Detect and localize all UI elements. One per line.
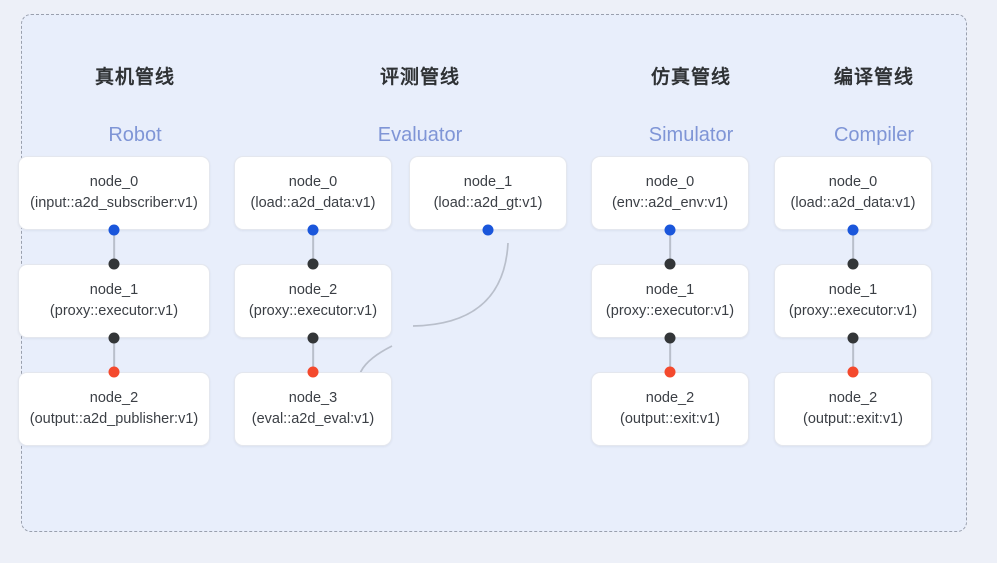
node-kind-label: (eval::a2d_eval:v1) <box>251 411 375 427</box>
node-output-port[interactable] <box>108 224 120 236</box>
node-output-port[interactable] <box>664 332 676 344</box>
node-kind-label: (proxy::executor:v1) <box>248 303 378 319</box>
node-input-port[interactable] <box>664 258 676 270</box>
edge-compiler-node_0-to-node_1 <box>852 230 854 264</box>
node-box-compiler-node_2[interactable]: node_2(output::exit:v1) <box>774 372 932 446</box>
node-name-label: node_1 <box>463 173 513 190</box>
node-output-port[interactable] <box>307 224 319 236</box>
node-output-port[interactable] <box>307 332 319 344</box>
edge-simulator-node_1-to-node_2 <box>669 338 671 372</box>
node-box-simulator-node_0[interactable]: node_0(env::a2d_env:v1) <box>591 156 749 230</box>
node-output-port[interactable] <box>847 332 859 344</box>
node-box-compiler-node_1[interactable]: node_1(proxy::executor:v1) <box>774 264 932 338</box>
node-kind-label: (input::a2d_subscriber:v1) <box>30 195 198 211</box>
column-title-en-evaluator: Evaluator <box>377 124 463 146</box>
column-title-cn-simulator: 仿真管线 <box>650 67 731 88</box>
node-input-port[interactable] <box>108 258 120 270</box>
edge-robot-node_1-to-node_2 <box>113 338 115 372</box>
node-kind-label: (env::a2d_env:v1) <box>611 195 729 211</box>
node-box-evaluator-node_0[interactable]: node_0(load::a2d_data:v1) <box>234 156 392 230</box>
node-name-label: node_2 <box>89 389 139 406</box>
node-box-evaluator-node_1[interactable]: node_1(load::a2d_gt:v1) <box>409 156 567 230</box>
node-name-label: node_0 <box>828 173 878 190</box>
node-input-port[interactable] <box>307 258 319 270</box>
node-input-port[interactable] <box>847 366 859 378</box>
node-output-port[interactable] <box>108 332 120 344</box>
node-kind-label: (proxy::executor:v1) <box>605 303 735 319</box>
column-title-en-robot: Robot <box>108 124 162 146</box>
node-name-label: node_0 <box>89 173 139 190</box>
node-kind-label: (load::a2d_data:v1) <box>790 195 916 211</box>
node-output-port[interactable] <box>847 224 859 236</box>
node-kind-label: (load::a2d_data:v1) <box>250 195 376 211</box>
node-name-label: node_2 <box>645 389 695 406</box>
column-title-cn-evaluator: 评测管线 <box>379 67 460 88</box>
node-box-simulator-node_1[interactable]: node_1(proxy::executor:v1) <box>591 264 749 338</box>
node-input-port[interactable] <box>108 366 120 378</box>
column-title-en-simulator: Simulator <box>648 124 734 146</box>
node-kind-label: (proxy::executor:v1) <box>788 303 918 319</box>
node-name-label: node_1 <box>645 281 695 298</box>
node-output-port[interactable] <box>664 224 676 236</box>
node-output-port[interactable] <box>482 224 494 236</box>
column-title-en-compiler: Compiler <box>833 124 915 146</box>
node-name-label: node_1 <box>828 281 878 298</box>
column-title-cn-compiler: 编译管线 <box>833 67 914 88</box>
node-kind-label: (load::a2d_gt:v1) <box>433 195 543 211</box>
node-input-port[interactable] <box>847 258 859 270</box>
node-box-robot-node_1[interactable]: node_1(proxy::executor:v1) <box>18 264 210 338</box>
node-name-label: node_1 <box>89 281 139 298</box>
edge-evaluator-node_2-to-node_3 <box>312 338 314 372</box>
edge-evaluator-node_0-to-node_2 <box>312 230 314 264</box>
node-box-evaluator-node_2[interactable]: node_2(proxy::executor:v1) <box>234 264 392 338</box>
node-input-port[interactable] <box>664 366 676 378</box>
node-name-label: node_2 <box>288 281 338 298</box>
node-input-port[interactable] <box>307 366 319 378</box>
node-name-label: node_3 <box>288 389 338 406</box>
node-box-robot-node_2[interactable]: node_2(output::a2d_publisher:v1) <box>18 372 210 446</box>
node-box-simulator-node_2[interactable]: node_2(output::exit:v1) <box>591 372 749 446</box>
node-box-evaluator-node_3[interactable]: node_3(eval::a2d_eval:v1) <box>234 372 392 446</box>
edge-compiler-node_1-to-node_2 <box>852 338 854 372</box>
node-name-label: node_0 <box>645 173 695 190</box>
node-kind-label: (output::exit:v1) <box>803 411 903 427</box>
node-kind-label: (output::exit:v1) <box>620 411 720 427</box>
node-name-label: node_2 <box>828 389 878 406</box>
edge-robot-node_0-to-node_1 <box>113 230 115 264</box>
node-kind-label: (output::a2d_publisher:v1) <box>29 411 199 427</box>
node-kind-label: (proxy::executor:v1) <box>49 303 179 319</box>
node-name-label: node_0 <box>288 173 338 190</box>
edge-simulator-node_0-to-node_1 <box>669 230 671 264</box>
node-box-compiler-node_0[interactable]: node_0(load::a2d_data:v1) <box>774 156 932 230</box>
column-title-cn-robot: 真机管线 <box>94 67 175 88</box>
node-box-robot-node_0[interactable]: node_0(input::a2d_subscriber:v1) <box>18 156 210 230</box>
